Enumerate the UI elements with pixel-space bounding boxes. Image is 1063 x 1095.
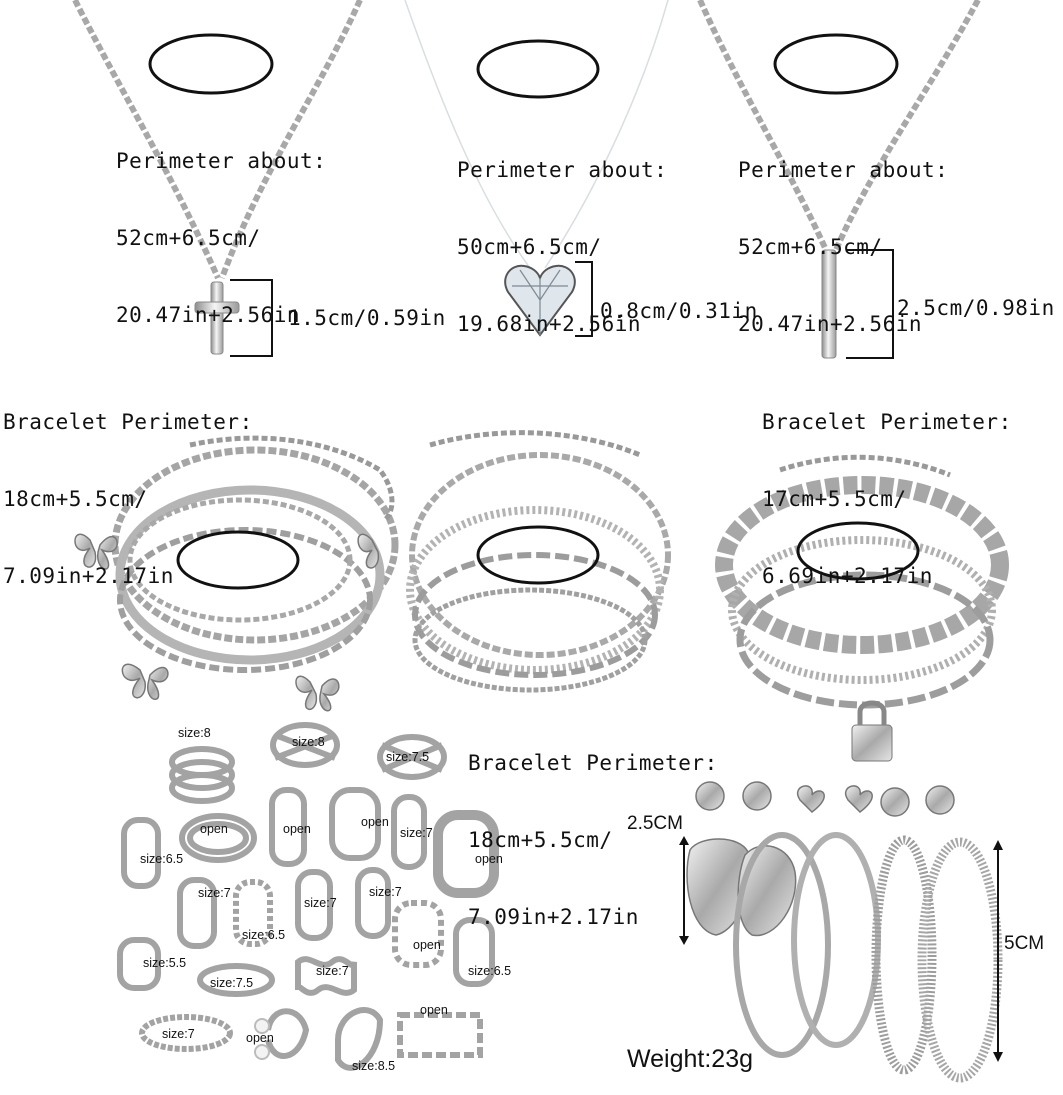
bracelet-2-cm: 18cm+5.5cm/ bbox=[468, 828, 613, 853]
bracelet-2-perimeter: Bracelet Perimeter: 18cm+5.5cm/ 7.09in+2… bbox=[468, 700, 718, 956]
ring-size-label: size:7 bbox=[162, 1027, 195, 1041]
necklace-1-perimeter: Perimeter about: 52cm+6.5cm/ 20.47in+2.5… bbox=[116, 98, 326, 354]
bracelet-1-in: 7.09in+2.17in bbox=[3, 563, 174, 588]
ring-size-label: size:7.5 bbox=[386, 750, 430, 764]
necklace-3-pendant-size: 2.5cm/0.98in bbox=[897, 296, 1055, 320]
necklace-3-perimeter: Perimeter about: 52cm+6.5cm/ 20.47in+2.5… bbox=[738, 107, 948, 363]
hoop-size-label: 5CM bbox=[1004, 933, 1045, 954]
ring-size-label: open bbox=[413, 938, 441, 952]
necklace-2-perimeter-cm: 50cm+6.5cm/ bbox=[457, 235, 602, 260]
ring-size-label: size:8 bbox=[292, 735, 325, 749]
necklace-2-perimeter: Perimeter about: 50cm+6.5cm/ 19.68in+2.5… bbox=[457, 107, 667, 363]
necklace-cross bbox=[72, 0, 363, 357]
necklace-1-perimeter-in: 20.47in+2.56in bbox=[116, 302, 301, 327]
necklace-3-perimeter-cm: 52cm+6.5cm/ bbox=[738, 235, 883, 260]
ring-size-label: open bbox=[361, 815, 389, 829]
earrings-set bbox=[679, 781, 1003, 1083]
rings-set bbox=[117, 722, 499, 1071]
bracelet-2-in: 7.09in+2.17in bbox=[468, 904, 639, 929]
bracelet-3-cm: 17cm+5.5cm/ bbox=[762, 487, 907, 512]
necklace-2-pendant-size: 0.8cm/0.31in bbox=[600, 299, 758, 323]
ring-size-label: open bbox=[420, 1003, 448, 1017]
necklace-3-perimeter-in: 20.47in+2.56in bbox=[738, 311, 923, 336]
ring-size-label: open bbox=[475, 852, 503, 866]
ring-size-label: size:7 bbox=[369, 885, 402, 899]
bracelet-set-cuban bbox=[715, 454, 1009, 762]
necklace-1-perimeter-title: Perimeter about: bbox=[116, 149, 327, 174]
ring-size-label: size:8 bbox=[178, 726, 211, 740]
bracelet-1-perimeter: Bracelet Perimeter: 18cm+5.5cm/ 7.09in+2… bbox=[3, 359, 253, 615]
ring-size-label: size:6.5 bbox=[140, 852, 184, 866]
ring-size-label: size:7.5 bbox=[210, 976, 254, 990]
necklace-2-perimeter-in: 19.68in+2.56in bbox=[457, 311, 642, 336]
stud-size-label: 2.5CM bbox=[627, 813, 683, 834]
ring-size-label: size:7 bbox=[198, 886, 231, 900]
bracelet-set-tennis bbox=[406, 430, 671, 693]
bracelet-3-perimeter: Bracelet Perimeter: 17cm+5.5cm/ 6.69in+2… bbox=[762, 359, 1012, 615]
necklace-bar bbox=[697, 0, 981, 359]
necklace-1-perimeter-cm: 52cm+6.5cm/ bbox=[116, 226, 261, 251]
ring-size-label: open bbox=[283, 822, 311, 836]
bracelet-set-butterfly bbox=[74, 435, 399, 712]
bracelet-3-in: 6.69in+2.17in bbox=[762, 563, 933, 588]
bracelet-3-title: Bracelet Perimeter: bbox=[762, 410, 1012, 435]
bracelet-2-title: Bracelet Perimeter: bbox=[468, 751, 718, 776]
ring-size-label: size:6.5 bbox=[242, 928, 286, 942]
necklace-1-pendant-size: 1.5cm/0.59in bbox=[288, 306, 446, 330]
ring-size-label: size:6.5 bbox=[468, 964, 512, 978]
ring-size-label: open bbox=[200, 822, 228, 836]
weight-label: Weight:23g bbox=[627, 1045, 754, 1073]
necklace-heart bbox=[404, 0, 669, 337]
ring-size-label: size:7 bbox=[316, 964, 349, 978]
bracelet-1-cm: 18cm+5.5cm/ bbox=[3, 487, 148, 512]
necklace-3-perimeter-title: Perimeter about: bbox=[738, 158, 949, 183]
ring-size-label: open bbox=[246, 1031, 274, 1045]
ring-size-label: size:7 bbox=[400, 826, 433, 840]
necklace-2-perimeter-title: Perimeter about: bbox=[457, 158, 668, 183]
bracelet-1-title: Bracelet Perimeter: bbox=[3, 410, 253, 435]
ring-size-label: size:8.5 bbox=[352, 1059, 396, 1073]
ring-size-label: size:7 bbox=[304, 896, 337, 910]
ring-size-label: size:5.5 bbox=[143, 956, 187, 970]
